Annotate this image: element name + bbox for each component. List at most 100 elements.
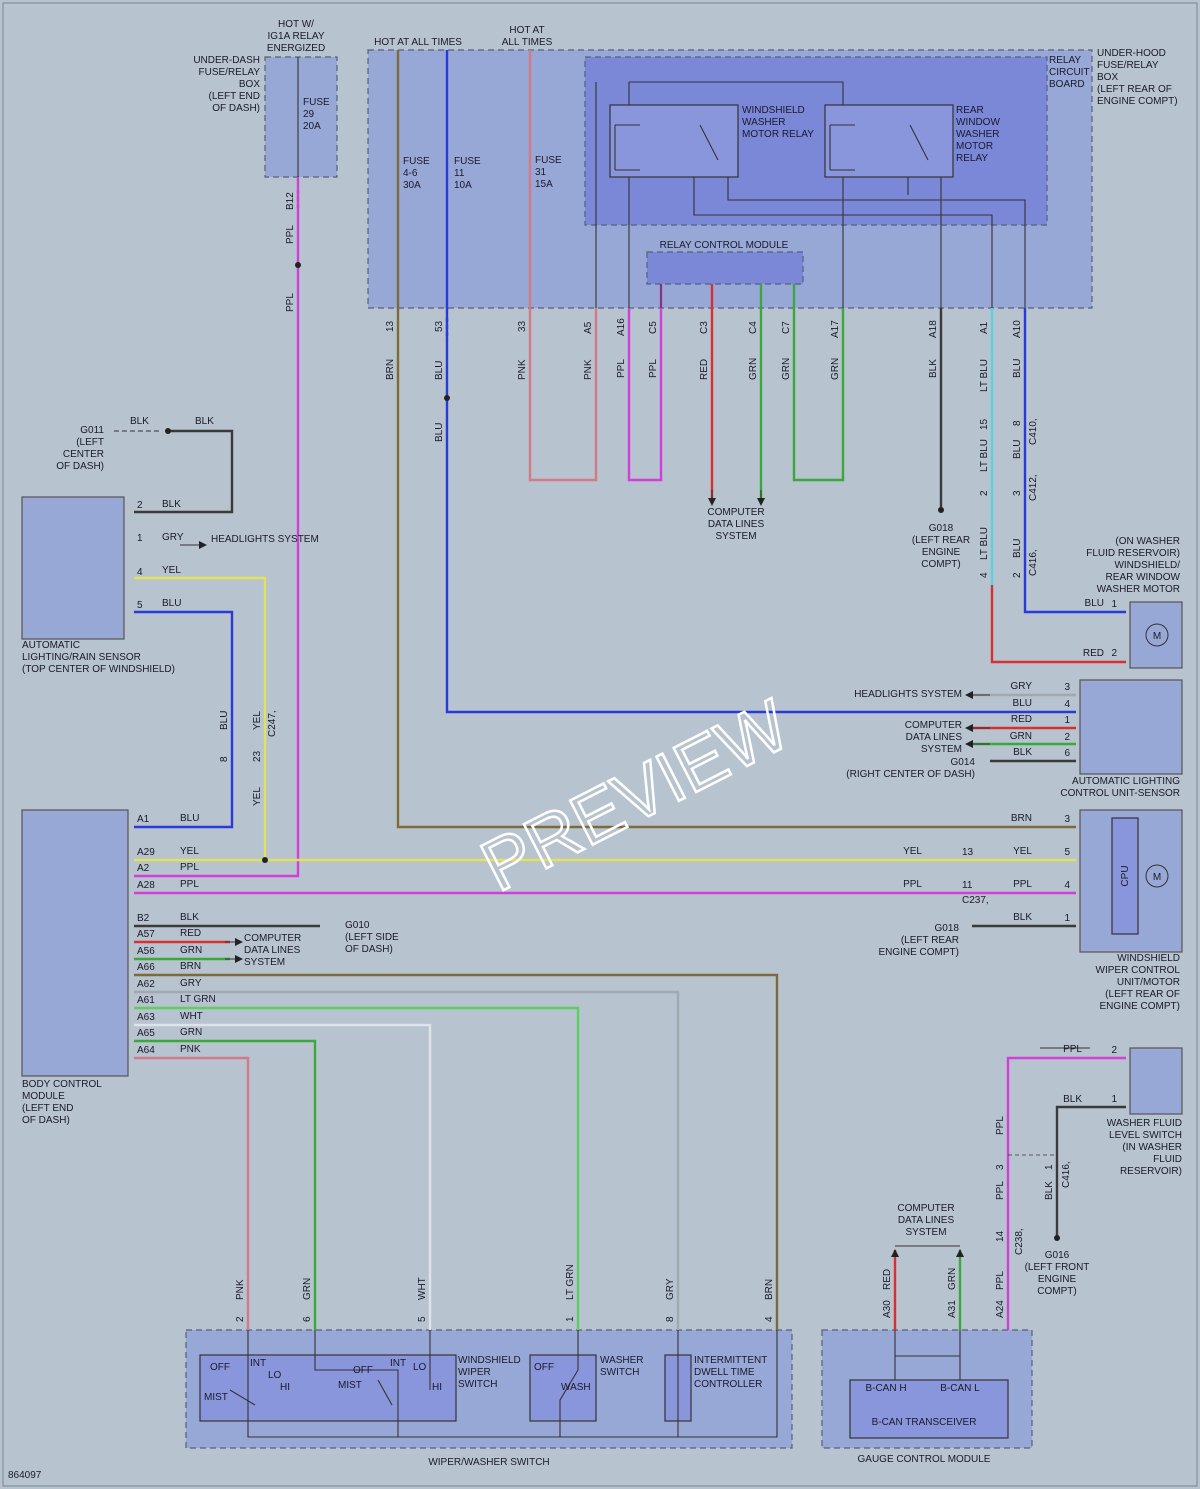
wc-yel-h3: YEL xyxy=(1013,846,1032,857)
pins-fs1: 1 xyxy=(1111,1094,1117,1105)
pins-wm2: 2 xyxy=(1111,648,1117,659)
wc-ppl-v5: PPL xyxy=(995,1271,1006,1290)
pins-lu3: 3 xyxy=(1064,682,1070,693)
connectors-2: C412, xyxy=(1028,474,1039,501)
wc-blu-5: BLU xyxy=(1012,539,1023,558)
sw-int-2: INT xyxy=(390,1358,406,1369)
wc-blu-3: BLU xyxy=(1012,359,1023,378)
components-bcan_h: B-CAN H xyxy=(865,1383,906,1394)
wc-pnk-1: PNK xyxy=(517,359,528,380)
pins-bA2: A2 xyxy=(137,863,150,874)
sw-lo-2: LO xyxy=(413,1362,427,1373)
components-sw_labels-off: OFF xyxy=(210,1362,230,1373)
wire-brn-13 xyxy=(396,50,1076,829)
pins-c2: 2 xyxy=(979,490,990,496)
pins-c11: 11 xyxy=(962,880,973,891)
wc-blu-h1: BLU xyxy=(162,598,181,609)
pins-bA63: A63 xyxy=(137,1012,155,1023)
wires xyxy=(134,50,1126,1330)
pins-p33: 33 xyxy=(517,320,528,332)
pins-fs2: 2 xyxy=(1111,1045,1117,1056)
pins-bA64: A64 xyxy=(137,1045,155,1056)
components-bcan_trans: B-CAN TRANSCEIVER xyxy=(872,1417,977,1428)
wc-blk-h7: BLK xyxy=(1063,1094,1082,1105)
pins-pC4: C4 xyxy=(748,321,759,334)
components-gauge_module: GAUGE CONTROL MODULE xyxy=(858,1454,991,1465)
wc-yel-h1: YEL xyxy=(162,565,181,576)
pins-sw5: 5 xyxy=(417,1316,428,1322)
sw-mist-2: MIST xyxy=(338,1380,362,1391)
wire-pnk-33 xyxy=(528,50,598,482)
pins-gA24: A24 xyxy=(995,1300,1006,1318)
wc-ltgrn-v1: LT GRN xyxy=(565,1264,576,1300)
wc-gry-v1: GRY xyxy=(665,1278,676,1300)
pins-bA28: A28 xyxy=(137,880,155,891)
wc-grn-v1: GRN xyxy=(302,1278,313,1300)
wc-pnk-v1: PNK xyxy=(235,1279,246,1300)
wire-blu-a10 xyxy=(1023,308,1126,614)
pins-lu1: 1 xyxy=(1064,715,1070,726)
wc-red-h3: RED xyxy=(180,928,201,939)
wc-ppl-v6: PPL xyxy=(995,1116,1006,1135)
wc-ppl-h3: PPL xyxy=(180,862,199,873)
body-control-module xyxy=(21,809,129,1077)
wc-yel-1: YEL xyxy=(252,711,263,730)
pins-lu4: 4 xyxy=(1064,699,1070,710)
wc-gry-h1: GRY xyxy=(162,532,184,543)
fluid-level-switch xyxy=(1129,1047,1183,1115)
connectors-3: C416, xyxy=(1028,549,1039,576)
pins-rs1: 1 xyxy=(137,533,143,544)
wc-ppl-4: PPL xyxy=(648,359,659,378)
sw-off-2: OFF xyxy=(353,1365,373,1376)
headers-hot_all_1: HOT AT ALL TIMES xyxy=(374,37,462,48)
wire-ltgrn-a61 xyxy=(134,1006,580,1330)
wc-grn-3: GRN xyxy=(830,358,841,380)
wc-ltblu-1: LT BLU xyxy=(979,359,990,392)
pins-pA5: A5 xyxy=(583,321,594,334)
pins-cc8: 8 xyxy=(219,756,230,762)
auto-lighting-unit xyxy=(1079,679,1183,775)
wire-blk-rs2 xyxy=(134,429,234,514)
wc-blk-h4: BLK xyxy=(1013,747,1032,758)
pins-sw4: 4 xyxy=(764,1316,775,1322)
pins-bB2: B2 xyxy=(137,913,150,924)
wc-blk-h5: BLK xyxy=(1013,912,1032,923)
pins-rs5: 5 xyxy=(137,600,143,611)
pins-bA62: A62 xyxy=(137,979,155,990)
wc-grn-2: GRN xyxy=(781,358,792,380)
systems-headlights2: HEADLIGHTS SYSTEM xyxy=(854,689,962,700)
wc-pnk-h1: PNK xyxy=(180,1044,201,1055)
sw-hi-2: HI xyxy=(432,1382,442,1393)
wc-red-v2: RED xyxy=(882,1269,893,1290)
pins-c1b: 1 xyxy=(1044,1164,1055,1170)
components-bcan_l: B-CAN L xyxy=(940,1383,980,1394)
wc-ltblu-3: LT BLU xyxy=(979,527,990,560)
wire-ppl-b12 xyxy=(134,177,300,878)
wire-blu-rs5 xyxy=(134,610,234,829)
connectors-1: C410, xyxy=(1028,418,1039,445)
pins-pA17: A17 xyxy=(830,320,841,338)
wc-gry-h3: GRY xyxy=(180,978,202,989)
pins-pA1: A1 xyxy=(979,321,990,334)
wire-ppl-a16 xyxy=(627,284,663,482)
wc-blk-h1: BLK xyxy=(130,416,149,427)
wc-blu-h3: BLU xyxy=(1013,698,1032,709)
components-sw_labels-int: INT xyxy=(250,1358,266,1369)
wc-blk-1: BLK xyxy=(928,359,939,378)
connectors-4: C237, xyxy=(962,895,989,906)
internal-lines xyxy=(229,57,1090,1438)
wc-blu-h2: BLU xyxy=(1085,598,1104,609)
